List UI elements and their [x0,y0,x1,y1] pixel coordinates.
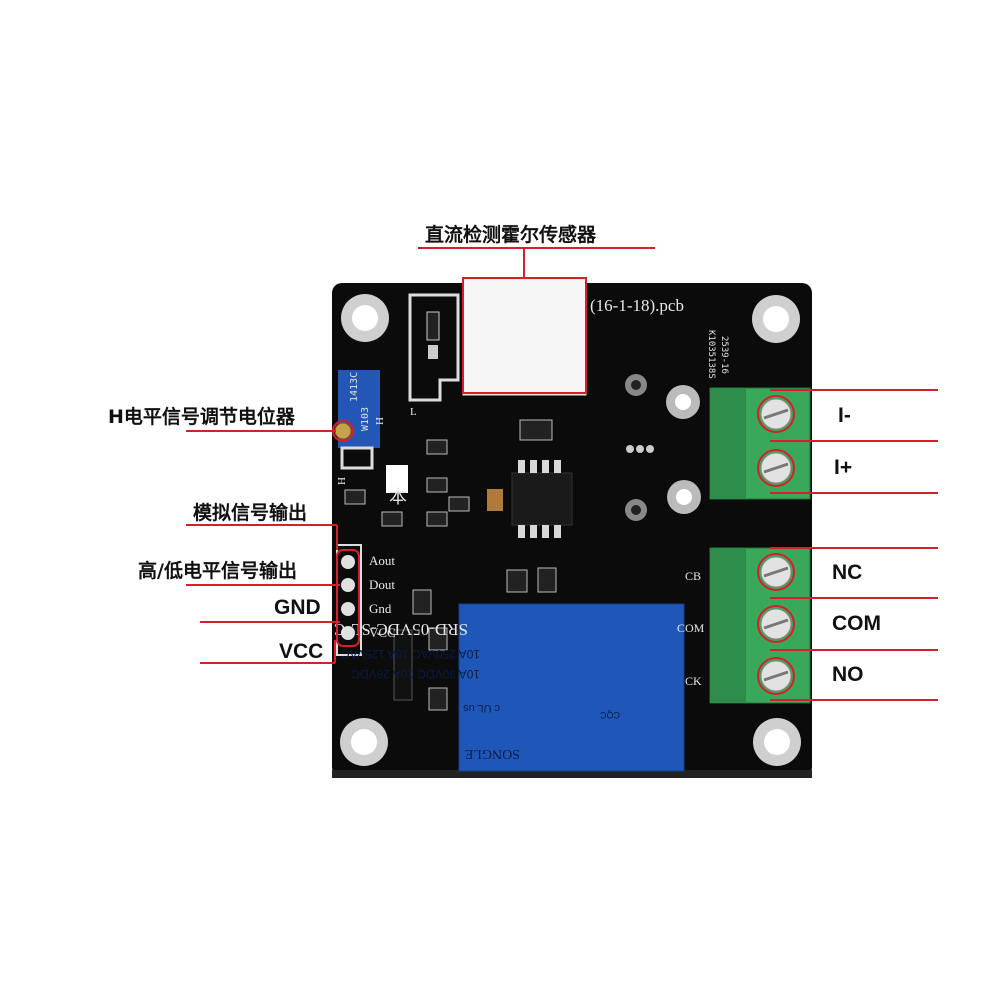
terminal-screw-icon [760,660,792,692]
pin-label-dout: Dout [369,577,395,592]
mounting-hole-icon [341,294,389,342]
relay-label-cb: CB [685,569,701,583]
relay-model: SRD-05VDC-SL-C [334,620,468,639]
silk-h-2: H [336,477,348,485]
potentiometer-mark-2: W103 [360,407,371,431]
pin-label-gnd: Gnd [369,601,392,616]
callout-analog-out: 模拟信号输出 [193,502,308,524]
silk-h-1: H [374,417,386,425]
side-code-1: 2539-16 [719,336,729,374]
potentiometer-mark-1: 1413C [349,372,360,402]
hall-sensor [462,278,587,396]
hall-footprint [408,293,460,402]
relay-spec-2: 10A 30VDC 10A 28VDC [351,667,480,681]
header-pin-icon [341,555,355,640]
terminal-screw-icon [760,556,792,588]
relay-spec-1: 10A 250VAC 10A 125VAC [341,647,480,661]
terminal-label-no: NO [832,663,864,686]
mounting-hole-icon [340,718,388,766]
pcb-shadow [332,770,812,778]
callout-lines [186,247,938,701]
relay-label-ck: CK [685,674,702,688]
terminal-label-i-plus: I+ [834,456,853,479]
terminal-label-nc: NC [832,561,863,584]
callout-gnd: GND [274,596,321,619]
mounting-hole-icon [753,718,801,766]
silk-l: L [410,406,417,418]
relay [458,603,685,772]
smd-components [344,419,557,711]
relay-label-com: COM [677,621,705,635]
pcb-filename: (16-1-18).pcb [590,296,684,315]
relay-brand: SONGLE [465,746,520,761]
relay-ul: c UL us [463,702,500,714]
relay-cqc: CQC [600,710,621,720]
pin-label-vcc: VCC [369,625,396,640]
callout-hall-sensor: 直流检测霍尔传感器 [425,224,597,246]
ic-chip [511,472,573,526]
terminal-label-i-minus: I- [838,404,851,427]
terminal-screw-icon [760,452,792,484]
callout-vcc: VCC [279,640,324,663]
terminal-screw-icon [760,398,792,430]
mounting-hole-icon [752,295,800,343]
silk-ben: 本 [389,487,407,508]
callout-potentiometer: H电平信号调节电位器 [108,406,295,428]
terminal-label-com: COM [832,612,881,635]
terminal-screw-icon [760,608,792,640]
side-code-2: K1035138S [706,330,716,379]
pin-label-aout: Aout [369,553,395,568]
potentiometer-screw-icon [334,422,352,440]
callout-digital-out: 高/低电平信号输出 [138,560,297,582]
